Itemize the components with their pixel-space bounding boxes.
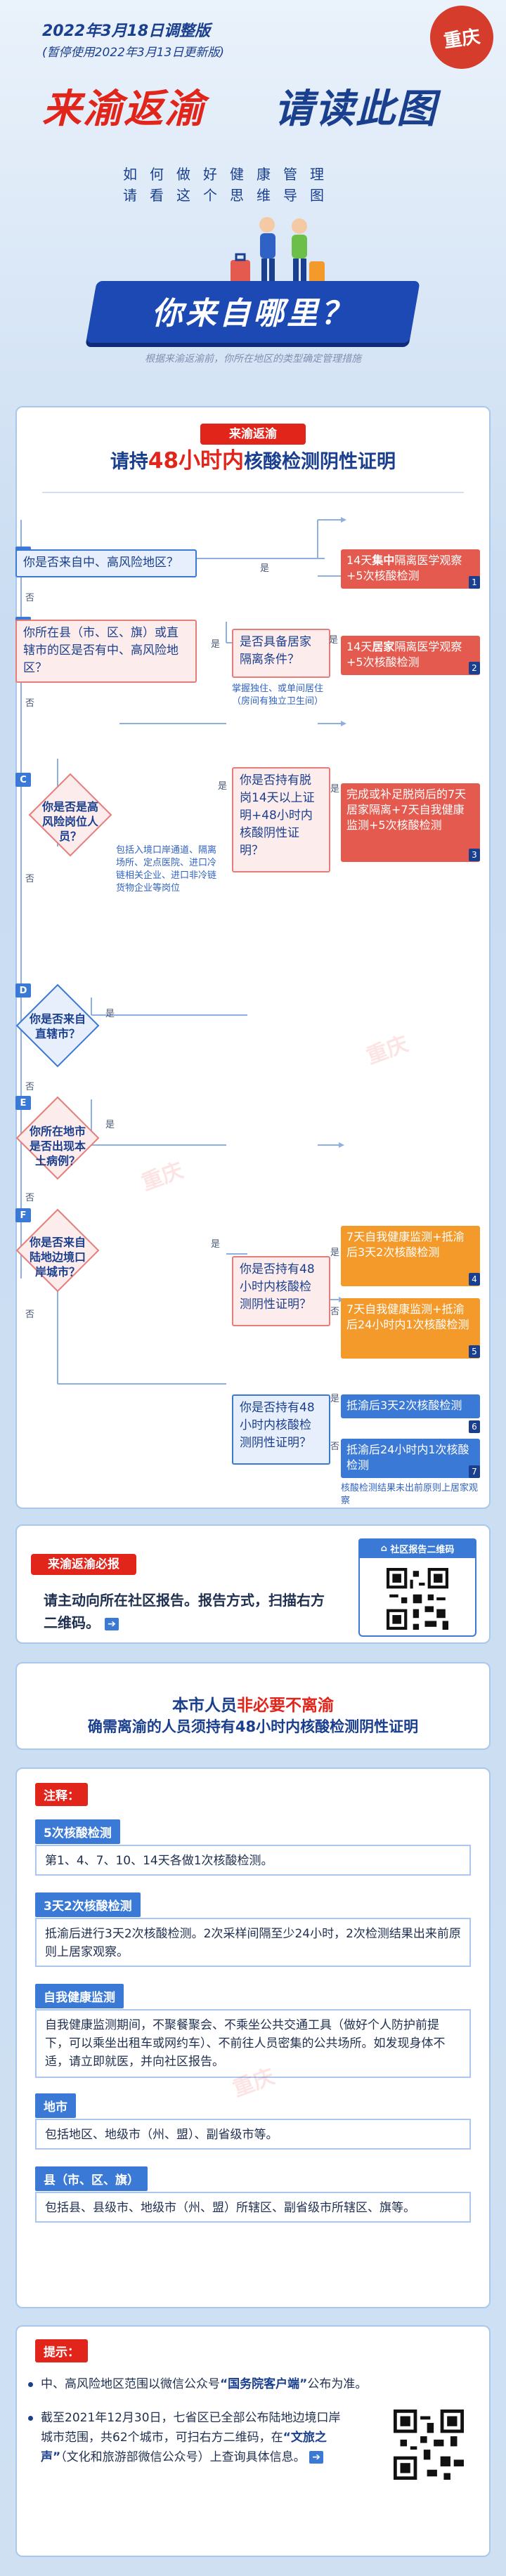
b-no-label: 否 <box>25 698 35 709</box>
header-note: 根据来渝返渝前，你所在地区的类型确定管理措施 <box>145 353 361 365</box>
step-e-label: E <box>15 1096 31 1110</box>
result-1: 14天集中隔离医学观察+5次核酸检测 <box>341 549 480 589</box>
local-card <box>15 1662 491 1750</box>
result-7-num: 7 <box>469 1465 480 1478</box>
question-f-diamond <box>15 1208 100 1293</box>
chongqing-seal-logo: 重庆 <box>426 1 498 73</box>
update-note: (暂停使用2022年3月13日更新版) <box>42 46 224 60</box>
report-tag: 来渝返渝必报 <box>31 1554 136 1575</box>
c-no-label: 否 <box>25 874 35 884</box>
a-no-label: 否 <box>25 593 35 603</box>
wenlv-qr-code[interactable] <box>394 2410 464 2480</box>
title-blue: 请读此图 <box>274 86 437 132</box>
b-yes-label: 是 <box>211 639 221 650</box>
note-body-1: 第1、4、7、10、14天各做1次核酸检测。 <box>35 1845 471 1876</box>
e-yes-label: 是 <box>105 1120 115 1130</box>
note-title-1: 5次核酸检测 <box>35 1819 120 1844</box>
f-yes-label: 是 <box>211 1239 221 1250</box>
report-text: 请主动向所在社区报告。报告方式，扫描右方二维码。 ➔ <box>44 1592 325 1631</box>
result-7: 抵渝后24小时内1次核酸检测 <box>341 1439 480 1478</box>
divider <box>42 492 464 493</box>
question-b: 你所在县（市、区、旗）或直辖市的区是否有中、高风险地区？ <box>15 620 197 683</box>
result-5-num: 5 <box>469 1345 480 1358</box>
result-3-num: 3 <box>469 849 480 861</box>
c-yes-label: 是 <box>218 781 228 792</box>
step-d-label: D <box>15 983 31 998</box>
note-body-4: 包括地区、地级市（州、盟）、副省级市等。 <box>35 2119 471 2150</box>
result-6-num: 6 <box>469 1420 480 1433</box>
question-a: 你是否来自中、高风险地区？ <box>15 549 197 577</box>
local-line-1: 本市人员非必要不离渝 <box>172 1696 334 1715</box>
question-48h-a: 你是否持有48小时内核酸检测阴性证明？ <box>232 1256 330 1326</box>
question-c-diamond <box>28 773 112 857</box>
result-1-num: 1 <box>469 576 480 589</box>
question-c-note: 包括入境口岸通道、隔离场所、定点医院、进口冷链相关企业、进口非冷链货物企业等岗位 <box>116 845 217 894</box>
question-e: 你所在地市是否出现本土病例？ <box>29 1125 86 1168</box>
note-body-5: 包括县、县级市、地级市（州、盟）所辖区、副省级市所辖区、旗等。 <box>35 2192 471 2223</box>
question-d: 你是否来自直辖市？ <box>29 1012 86 1040</box>
question-b2-note: 掌握独住、或单间居住（房间有独立卫生间） <box>232 684 324 707</box>
note-title-3: 自我健康监测 <box>35 1984 124 2008</box>
question-c: 你是否是高风险岗位人员？ <box>41 800 98 843</box>
f-no-label: 否 <box>25 1309 35 1320</box>
tips-tag: 提示： <box>35 2339 88 2362</box>
step-f-label: F <box>15 1208 31 1222</box>
result-4: 7天自我健康监测+抵渝后3天2次核酸检测 <box>341 1226 480 1286</box>
arrow-right-icon: ➔ <box>104 1617 119 1630</box>
result-4-num: 4 <box>469 1273 480 1286</box>
g-yes-label: 是 <box>330 1394 340 1404</box>
a-yes-label: 是 <box>260 563 270 574</box>
note-title-2: 3天2次核酸检测 <box>35 1892 141 1917</box>
tip-1: 中、高风险地区范围以微信公众号“国务院客户端”公布为准。 <box>28 2374 462 2394</box>
note-body-2: 抵渝后进行3天2次核酸检测。2次采样间隔至少24小时，2次检测结果出来前原则上居… <box>35 1918 471 1967</box>
d-yes-label: 是 <box>105 1009 115 1019</box>
home-icon: ⌂ <box>380 1543 391 1554</box>
arrow-right-icon: ➔ <box>309 2451 324 2464</box>
local-line-2: 确需离渝的人员须持有48小时内核酸检测阴性证明 <box>87 1718 419 1735</box>
result-7-note: 核酸检测结果未出前原则上居家观察 <box>341 1483 479 1506</box>
f48-no-label: 否 <box>330 1307 340 1317</box>
question-d-diamond <box>15 983 100 1068</box>
origin-banner: 你来自哪里？ <box>152 296 354 332</box>
flow-heading: 请持48小时内核酸检测阴性证明 <box>110 448 396 473</box>
step-c-label: C <box>15 773 31 787</box>
e-no-label: 否 <box>25 1193 35 1203</box>
question-b2: 是否具备居家隔离条件？ <box>232 629 330 678</box>
result-2-num: 2 <box>469 662 480 674</box>
c2-yes-label: 是 <box>330 784 340 795</box>
f48-yes-label: 是 <box>330 1248 340 1258</box>
note-body-3: 自我健康监测期间，不聚餐聚会、不乘坐公共交通工具（做好个人防护前提下，可以乘坐出… <box>35 2009 471 2078</box>
result-2: 14天居家隔离医学观察+5次核酸检测 <box>341 636 480 675</box>
subtitle-line-2: 请看这个思维导图 <box>123 187 337 204</box>
travelers-illustration <box>231 217 325 287</box>
notes-tag: 注释： <box>35 1783 88 1806</box>
question-48h-b: 你是否持有48小时内核酸检测阴性证明？ <box>232 1394 330 1465</box>
update-date: 2022年3月18日调整版 <box>42 22 211 40</box>
tip-2: 截至2021年12月30日，七省区已全部公布陆地边境口岸城市范围，共62个城市，… <box>28 2408 350 2467</box>
qr-heading: ⌂ 社区报告二维码 <box>358 1538 476 1558</box>
result-5: 7天自我健康监测+抵渝后24小时内1次核酸检测 <box>341 1298 480 1359</box>
note-title-5: 县（市、区、旗） <box>35 2166 148 2191</box>
g-no-label: 否 <box>330 1441 340 1452</box>
note-title-4: 地市 <box>35 2093 76 2118</box>
flow-tag: 来渝返渝 <box>200 424 306 445</box>
community-qr-code[interactable] <box>387 1568 448 1630</box>
question-f: 你是否来自陆地边境口岸城市？ <box>29 1236 86 1279</box>
b2-yes-label: 是 <box>329 635 339 646</box>
title-red: 来渝返渝 <box>42 86 205 132</box>
subtitle-line-1: 如何做好健康管理 <box>123 166 337 183</box>
d-no-label: 否 <box>25 1082 35 1092</box>
question-c2: 你是否持有脱岗14天以上证明+48小时内核酸阴性证明？ <box>232 767 330 872</box>
question-e-diamond <box>15 1096 100 1180</box>
result-6: 抵渝后3天2次核酸检测 <box>341 1394 480 1418</box>
result-3: 完成或补足脱岗后的7天居家隔离+7天自我健康监测+5次核酸检测 <box>341 783 480 862</box>
